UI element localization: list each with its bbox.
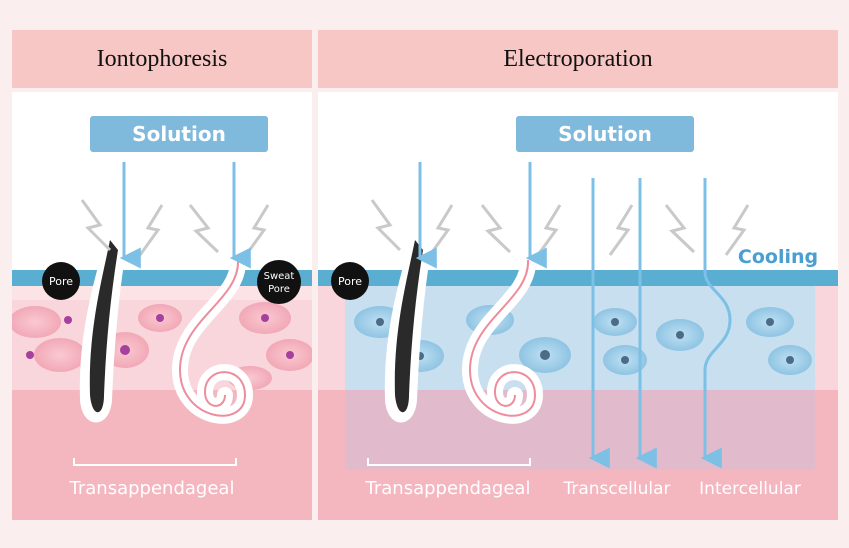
left-solution-box [90,116,268,152]
right-solution-box [516,116,694,152]
left-cells [12,302,312,390]
left-sweat-label-2: Pore [268,284,290,295]
right-lightning-bolts [370,199,750,256]
right-sweat-duct [468,259,537,417]
right-route-bracket [367,458,531,466]
left-sweat-duct [178,259,247,417]
right-hair-shaft [394,240,423,413]
right-arrow-intercellular [700,178,732,469]
left-route-bracket [73,458,237,466]
left-sweat-pore-bubble [257,260,301,304]
cooling-label: Cooling [738,246,818,268]
left-hair-shaft [89,240,118,413]
electroporation-panel [318,92,838,520]
left-route-label: Transappendageal [69,478,235,499]
left-pore-label: Pore [49,275,73,288]
left-pore-bubble [42,262,80,300]
header-electroporation: Electroporation [318,30,838,88]
right-route-transappendageal: Transappendageal [365,478,531,499]
right-route-transcellular: Transcellular [562,479,670,499]
left-sweat-label-1: Sweat [264,271,295,282]
iontophoresis-panel [12,92,312,520]
right-route-intercellular: Intercellular [699,479,801,499]
right-solution-label: Solution [558,122,652,146]
header-iontophoresis: Iontophoresis [12,30,312,88]
left-solution-label: Solution [132,122,226,146]
right-pore-bubble [331,262,369,300]
left-lightning-bolts [80,199,270,256]
right-pore-label: Pore [338,275,362,288]
left-dermis [12,390,312,520]
right-skin-surface [318,270,838,286]
